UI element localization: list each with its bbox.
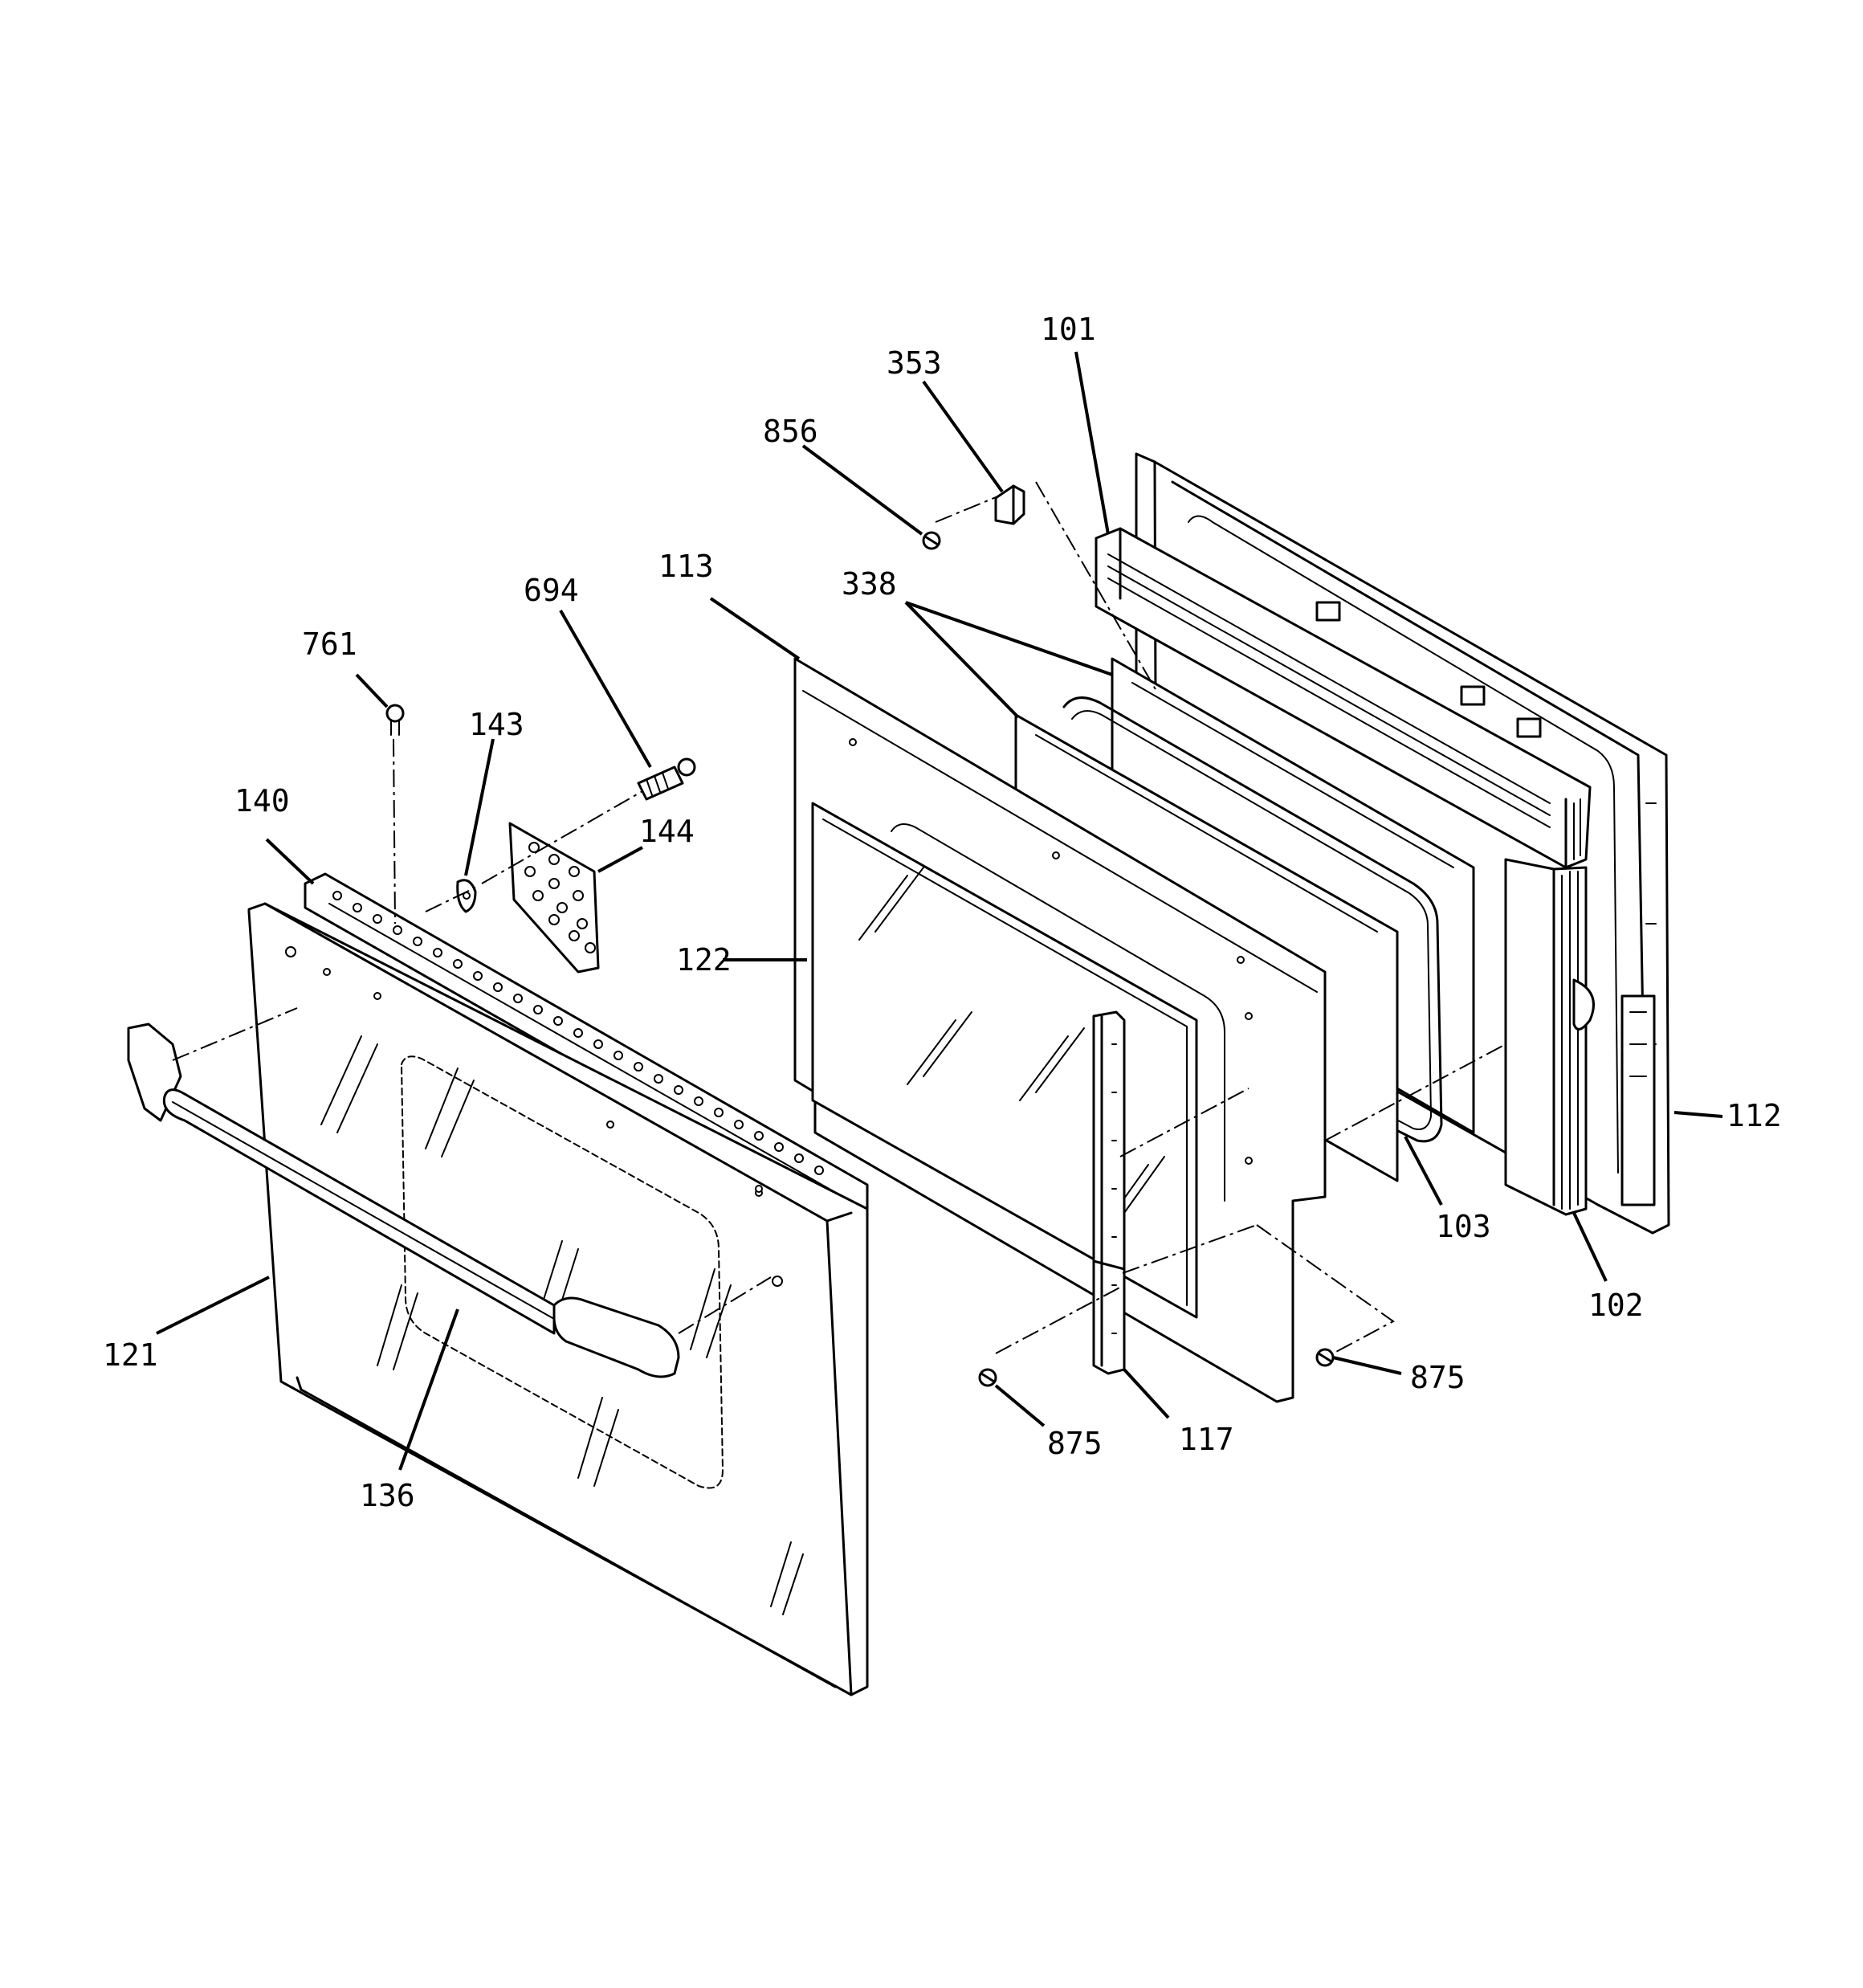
callout-103: 103 [1436,1209,1491,1244]
part-117-hinge-bracket [1092,1010,1126,1375]
assembly-lines-right [935,481,1506,1354]
part-856-screw [922,531,941,550]
part-140-vent-trim [304,872,869,1219]
callout-121: 121 [103,1337,158,1373]
part-101-top-vent-duct [1095,527,1592,869]
leader-lines [156,351,1723,1471]
part-102-side-vent-duct [1504,858,1595,1216]
part-875-screw-right [1315,1348,1335,1367]
callout-140: 140 [234,783,290,818]
part-136-door-handle [127,1023,680,1378]
callout-875-right: 875 [1410,1360,1466,1395]
callout-338: 338 [842,566,897,602]
callout-144: 144 [639,814,695,849]
part-121-outer-door-panel [247,902,869,1696]
callout-102: 102 [1588,1288,1644,1323]
part-353-latch-clip [994,484,1025,525]
part-875-screw-left [978,1368,997,1387]
callout-856: 856 [763,414,818,449]
callout-112: 112 [1726,1098,1782,1133]
callout-101: 101 [1041,312,1096,347]
callout-353: 353 [887,345,942,381]
callout-694: 694 [524,573,579,608]
callout-875-left: 875 [1047,1426,1103,1461]
part-694-screw [637,757,696,801]
part-144-hinge-plate [508,822,600,974]
part-143-washer [456,879,477,913]
callout-136: 136 [360,1478,415,1513]
assembly-lines-left [172,738,772,1334]
part-103-door-gasket [1062,696,1443,1143]
part-761-screw [385,704,405,736]
callout-113: 113 [658,549,714,584]
callout-117: 117 [1179,1422,1234,1457]
callout-143: 143 [469,707,524,742]
callout-122: 122 [676,942,732,978]
callout-761: 761 [302,627,357,662]
callout-labels: 101 353 856 113 338 694 761 143 140 144 … [103,312,1782,1513]
